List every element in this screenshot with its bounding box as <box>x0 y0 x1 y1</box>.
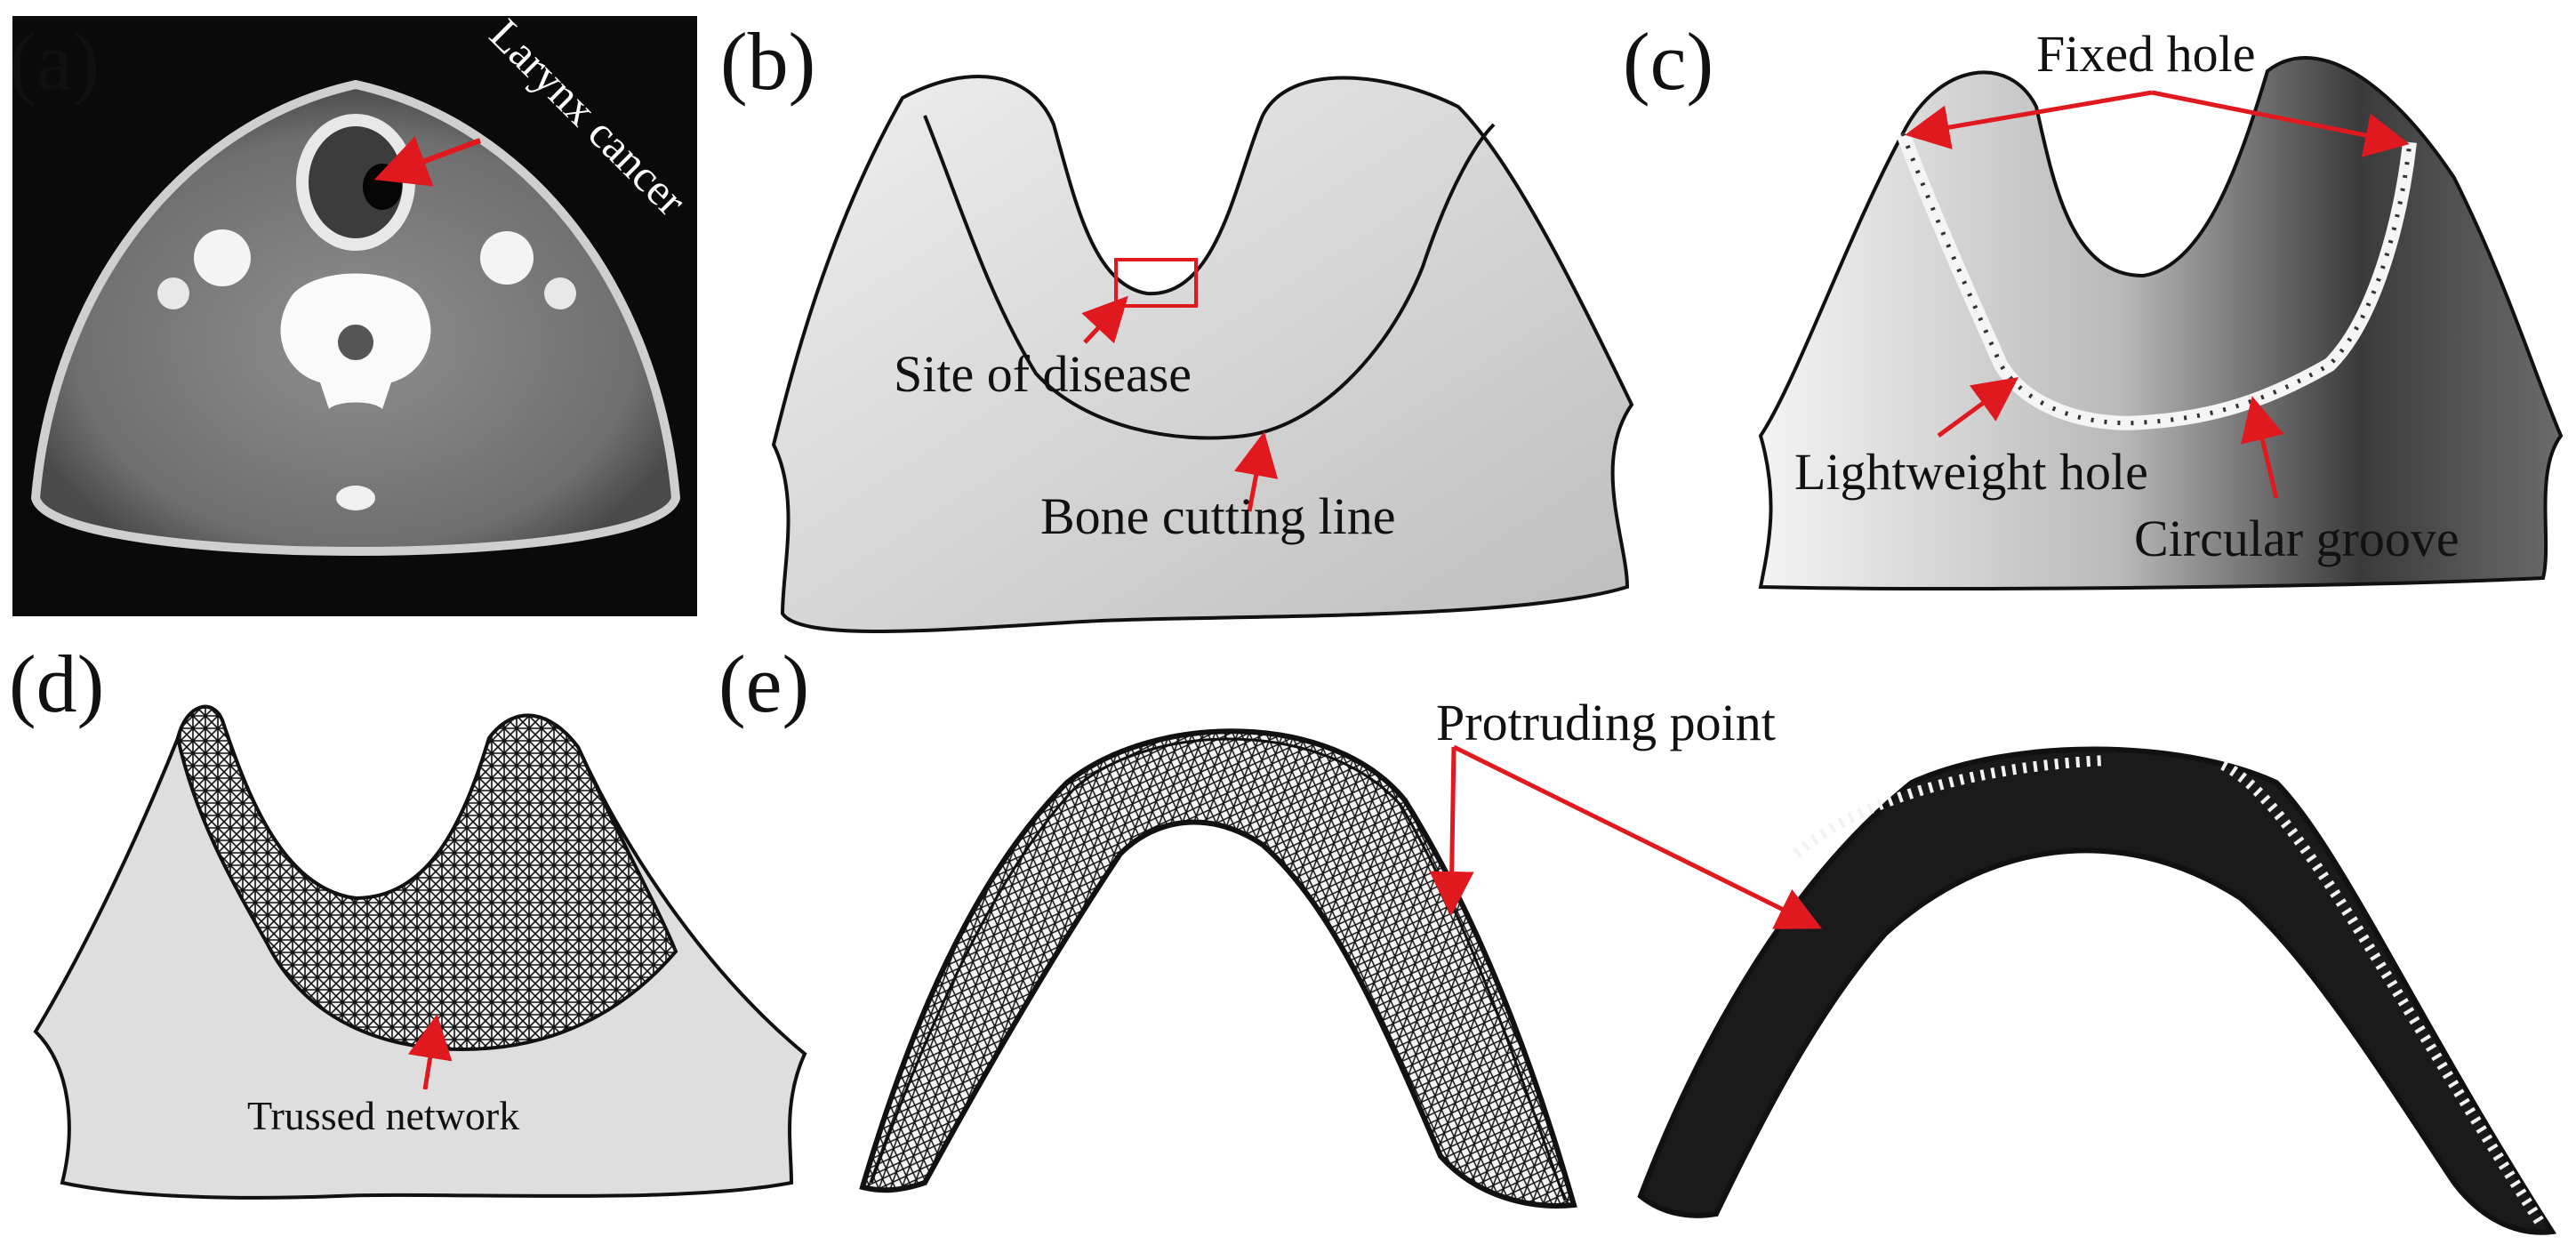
bone-cutting-line-label: Bone cutting line <box>1040 487 1396 545</box>
implant-e-left-rim <box>870 737 1567 1201</box>
implant-c-shape <box>1758 56 2564 590</box>
implant-e-right-shape <box>1637 746 2557 1235</box>
panel-letter-a: (a) <box>9 16 100 107</box>
panel-c: Fixed hole Lightweight hole Circular gro… <box>1623 16 2564 590</box>
ct-spine-lower <box>336 486 375 510</box>
trussed-network-label: Trussed network <box>247 1093 519 1138</box>
panel-letter-e: (e) <box>718 639 809 729</box>
panel-e: Protruding point (e) <box>718 639 2557 1235</box>
site-arrow <box>1081 295 1128 344</box>
truss-network <box>175 704 678 1052</box>
panel-letter-b: (b) <box>720 16 815 107</box>
protrude-arrow-right <box>1452 744 1822 929</box>
protrude-arrow-left <box>1429 746 1474 916</box>
panel-letter-c: (c) <box>1623 16 1713 107</box>
site-of-disease-label: Site of disease <box>894 345 1192 403</box>
larynx-arrow <box>373 136 482 187</box>
panel-d: Trussed network (d) <box>9 639 807 1200</box>
lightweight-hole-label: Lightweight hole <box>1794 443 2148 501</box>
circular-groove <box>1896 131 2417 430</box>
implant-e-left-shape <box>859 728 1577 1209</box>
protruding-point-label: Protruding point <box>1436 694 1776 751</box>
ct-vessel-small-right <box>544 277 576 309</box>
ct-spinal-canal <box>338 325 373 360</box>
cut-arrow <box>1234 431 1279 512</box>
disease-site-box <box>1114 258 1198 308</box>
lightweight-arrow <box>1937 377 2019 438</box>
ct-vessel-left <box>194 229 251 286</box>
ct-vessel-right <box>480 231 534 285</box>
fixed-arrow-left <box>1905 90 2153 149</box>
fixed-arrow-right <box>2151 90 2410 157</box>
circular-groove-label: Circular groove <box>2134 510 2460 567</box>
panel-letter-d: (d) <box>9 639 104 729</box>
fixed-hole-label: Fixed hole <box>2036 25 2255 83</box>
groove-arrow <box>2240 396 2284 499</box>
implant-b-shape <box>771 75 1634 633</box>
ct-vessel-small-left <box>157 277 189 309</box>
truss-arrow <box>407 1014 453 1090</box>
panel-b: Site of disease Bone cutting line (b) <box>720 16 1634 633</box>
panel-a: Larynx cancer (a) <box>9 9 697 616</box>
